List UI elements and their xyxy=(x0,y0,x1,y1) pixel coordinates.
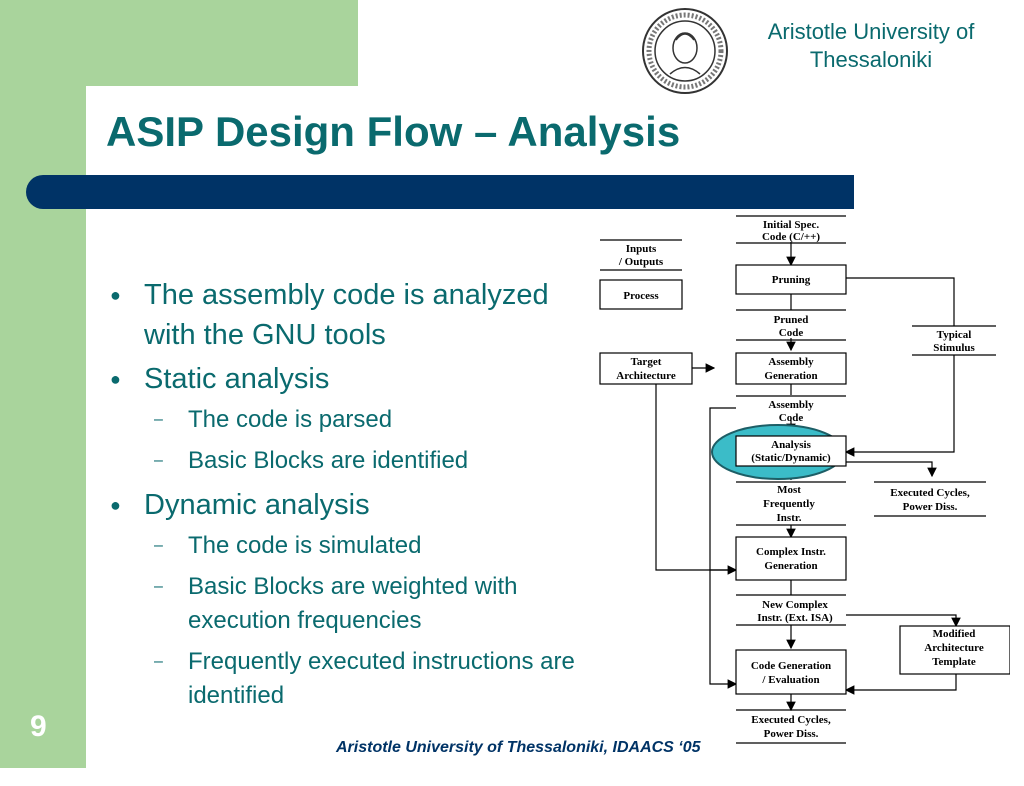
university-name-line1: Aristotle University of xyxy=(767,19,975,44)
left-green-band xyxy=(0,0,86,768)
svg-text:Assembly: Assembly xyxy=(768,356,814,368)
university-seal-icon xyxy=(642,8,728,94)
svg-text:Frequently: Frequently xyxy=(763,498,815,510)
svg-text:Pruned: Pruned xyxy=(774,314,809,326)
svg-text:Power Diss.: Power Diss. xyxy=(764,728,819,740)
svg-text:Generation: Generation xyxy=(764,370,817,382)
svg-text:Architecture: Architecture xyxy=(924,642,984,654)
svg-text:Generation: Generation xyxy=(764,560,817,572)
modified-architecture-template: Modified Architecture Template xyxy=(899,625,1010,675)
svg-text:Stimulus: Stimulus xyxy=(933,342,975,354)
svg-text:Instr.: Instr. xyxy=(777,512,802,524)
svg-text:Target: Target xyxy=(631,356,662,368)
svg-text:New Complex: New Complex xyxy=(762,599,828,611)
svg-text:Pruning: Pruning xyxy=(772,274,811,286)
svg-text:Template: Template xyxy=(932,656,976,668)
svg-text:/ Outputs: / Outputs xyxy=(618,256,664,268)
assembly-generation: Assembly Generation xyxy=(735,352,847,385)
svg-text:Modified: Modified xyxy=(933,628,976,640)
university-name-line2: Thessaloniki xyxy=(809,47,933,72)
svg-text:Code: Code xyxy=(779,412,804,424)
target-architecture: Target Architecture xyxy=(599,352,693,385)
svg-text:Code: Code xyxy=(779,327,804,339)
page-number: 9 xyxy=(30,710,47,743)
bullet-item: Static analysis xyxy=(108,359,588,399)
connector-lines xyxy=(655,242,961,712)
page-title: ASIP Design Flow – Analysis xyxy=(106,108,681,155)
svg-text:Typical: Typical xyxy=(937,329,972,341)
title-underline-bar xyxy=(26,175,854,209)
svg-text:/ Evaluation: / Evaluation xyxy=(761,674,819,686)
executed-cycles-2: Executed Cycles, Power Diss. xyxy=(736,709,846,744)
svg-text:Power Diss.: Power Diss. xyxy=(903,501,958,513)
svg-text:Complex Instr.: Complex Instr. xyxy=(756,546,826,558)
svg-text:Code (C/++): Code (C/++) xyxy=(762,231,820,243)
svg-text:Instr. (Ext. ISA): Instr. (Ext. ISA) xyxy=(757,612,833,624)
top-green-band xyxy=(0,0,358,86)
initial-spec-code: Initial Spec. Code (C/++) xyxy=(736,215,846,244)
pruning-process: Pruning xyxy=(735,264,847,295)
bullet-item: Dynamic analysis xyxy=(108,485,588,525)
legend-io: Inputs / Outputs xyxy=(600,239,682,271)
legend-process: Process xyxy=(599,279,683,310)
executed-cycles-1: Executed Cycles, Power Diss. xyxy=(874,481,986,517)
svg-text:Architecture: Architecture xyxy=(616,370,676,382)
sub-bullet-item: The code is simulated xyxy=(108,529,588,563)
new-complex-instr: New Complex Instr. (Ext. ISA) xyxy=(736,594,846,626)
sub-bullet-item: The code is parsed xyxy=(108,403,588,437)
complex-instr-generation: Complex Instr. Generation xyxy=(735,536,847,581)
university-name: Aristotle University of Thessaloniki xyxy=(745,18,997,74)
sub-bullet-item: Basic Blocks are weighted with execution… xyxy=(108,570,588,638)
svg-text:Inputs: Inputs xyxy=(626,243,657,255)
assembly-code: Assembly Code xyxy=(736,395,846,424)
pruned-code: Pruned Code xyxy=(736,309,846,341)
svg-text:Process: Process xyxy=(623,290,659,302)
bullet-list: The assembly code is analyzed with the G… xyxy=(108,275,588,720)
svg-text:Analysis: Analysis xyxy=(771,439,811,451)
svg-text:Code Generation: Code Generation xyxy=(751,660,831,672)
svg-text:Initial Spec.: Initial Spec. xyxy=(763,219,819,231)
footer-text: Aristotle University of Thessaloniki, ID… xyxy=(336,739,701,756)
svg-text:(Static/Dynamic): (Static/Dynamic) xyxy=(751,452,831,464)
svg-text:Most: Most xyxy=(777,484,801,496)
design-flow-diagram: Inputs / Outputs Process Initial Spec. C… xyxy=(599,215,1010,744)
bullet-item: The assembly code is analyzed with the G… xyxy=(108,275,588,355)
sub-bullet-item: Basic Blocks are identified xyxy=(108,444,588,478)
most-frequent-instr: Most Frequently Instr. xyxy=(736,481,846,526)
typical-stimulus: Typical Stimulus xyxy=(912,325,996,356)
svg-text:Assembly: Assembly xyxy=(768,399,814,411)
svg-text:Executed Cycles,: Executed Cycles, xyxy=(751,714,831,726)
analysis-process: Analysis (Static/Dynamic) xyxy=(735,435,847,467)
code-generation-evaluation: Code Generation / Evaluation xyxy=(735,649,847,695)
sub-bullet-item: Frequently executed instructions are ide… xyxy=(108,645,588,713)
svg-text:Executed Cycles,: Executed Cycles, xyxy=(890,487,970,499)
